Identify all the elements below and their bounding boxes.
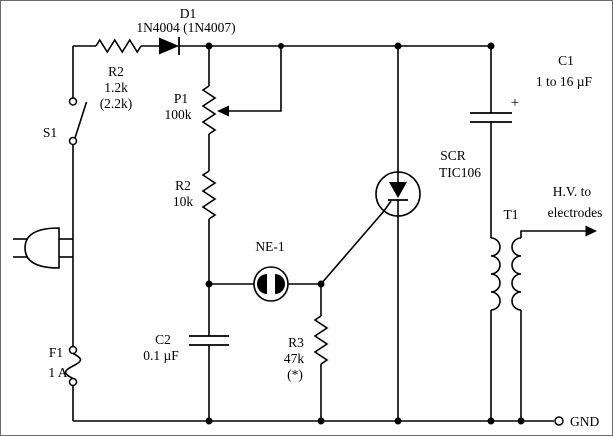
scr-gate-wire — [320, 200, 392, 285]
transformer-t1: T1 — [490, 207, 522, 421]
output-label-line2: electrodes — [548, 205, 603, 220]
junction-dot — [278, 43, 284, 49]
resistor-r3: R3 47k (*) — [284, 284, 329, 421]
p1-value-label: 100k — [165, 107, 192, 122]
junction-dot — [487, 417, 495, 425]
fuse-element — [64, 352, 82, 380]
junction-dot — [205, 280, 213, 288]
gnd-label: GND — [570, 414, 599, 429]
r2-input-value-label: 1.2k — [104, 80, 128, 95]
r2-10k-ref-label: R2 — [175, 178, 191, 193]
junction-dot — [205, 42, 213, 50]
s1-ref-label: S1 — [43, 125, 57, 140]
resistor-r2-input: R2 1.2k (2.2k) — [95, 38, 142, 111]
diode-d1: D1 1N4004 (1N4007) — [136, 6, 236, 55]
capacitor-c1: + C1 1 to 16 µF — [470, 53, 593, 123]
switch-s1: S1 — [43, 97, 88, 146]
gnd-terminal-circle — [554, 416, 564, 426]
output-arrowhead — [585, 225, 597, 237]
t1-primary-coil — [490, 237, 501, 311]
neon-electrode-left — [257, 274, 267, 294]
hv-output-arrow: H.V. to electrodes — [520, 184, 603, 238]
ne1-ref-label: NE-1 — [255, 239, 284, 254]
f1-ref-label: F1 — [49, 345, 63, 360]
ac-plug — [13, 227, 73, 269]
r3-ref-label: R3 — [288, 335, 304, 350]
r3-alt-label: (*) — [287, 367, 303, 382]
scr-envelope — [375, 171, 421, 217]
switch-bottom-terminal — [68, 136, 78, 146]
scr-triangle — [389, 182, 407, 198]
fuse-bottom-terminal — [68, 377, 78, 387]
junction-dot — [394, 417, 402, 425]
c2-ref-label: C2 — [155, 332, 171, 347]
fuse-f1: F1 1 A — [48, 345, 82, 387]
plug-body — [24, 227, 60, 269]
pot-wiper-arrow — [217, 105, 229, 117]
c1-polarity-label: + — [511, 95, 519, 111]
r2-input-ref-label: R2 — [108, 64, 124, 79]
r2-input-alt-label: (2.2k) — [100, 96, 133, 111]
junction-dot — [487, 42, 495, 50]
ground-terminal: GND — [554, 414, 599, 429]
scr-tic106: SCR TIC106 — [320, 148, 481, 285]
diode-triangle — [159, 37, 179, 55]
t1-secondary-coil — [511, 237, 522, 311]
d1-part-label: 1N4004 (1N4007) — [136, 20, 235, 35]
fuse-top-terminal — [68, 345, 78, 355]
pot-zigzag — [201, 85, 217, 135]
potentiometer-p1: P1 100k — [165, 46, 282, 135]
junction-dot — [317, 417, 325, 425]
r3-value-label: 47k — [284, 351, 305, 366]
p1-ref-label: P1 — [174, 91, 188, 106]
switch-top-terminal — [68, 97, 78, 106]
c1-ref-label: C1 — [558, 53, 574, 68]
resistor-r2-10k: R2 10k — [173, 170, 217, 220]
junction-dot — [517, 417, 525, 425]
pot-wiper-wire — [228, 46, 282, 112]
switch-blade — [74, 101, 88, 139]
junction-dot — [394, 42, 402, 50]
junction-dot — [317, 280, 325, 288]
c1-value-label: 1 to 16 µF — [536, 74, 593, 89]
scr-ref-label: SCR — [440, 148, 466, 163]
r2-10k-value-label: 10k — [173, 194, 194, 209]
capacitor-c2: C2 0.1 µF — [143, 332, 229, 363]
t1-ref-label: T1 — [504, 207, 519, 222]
junction-dot — [205, 417, 213, 425]
neon-lamp-ne1: NE-1 — [209, 239, 321, 302]
c2-value-label: 0.1 µF — [143, 348, 179, 363]
f1-value-label: 1 A — [48, 365, 67, 380]
neon-electrode-right — [275, 274, 285, 294]
junction-dots — [205, 42, 525, 425]
output-label-line1: H.V. to — [553, 184, 592, 199]
scr-part-label: TIC106 — [439, 165, 481, 180]
d1-ref-label: D1 — [180, 6, 197, 21]
